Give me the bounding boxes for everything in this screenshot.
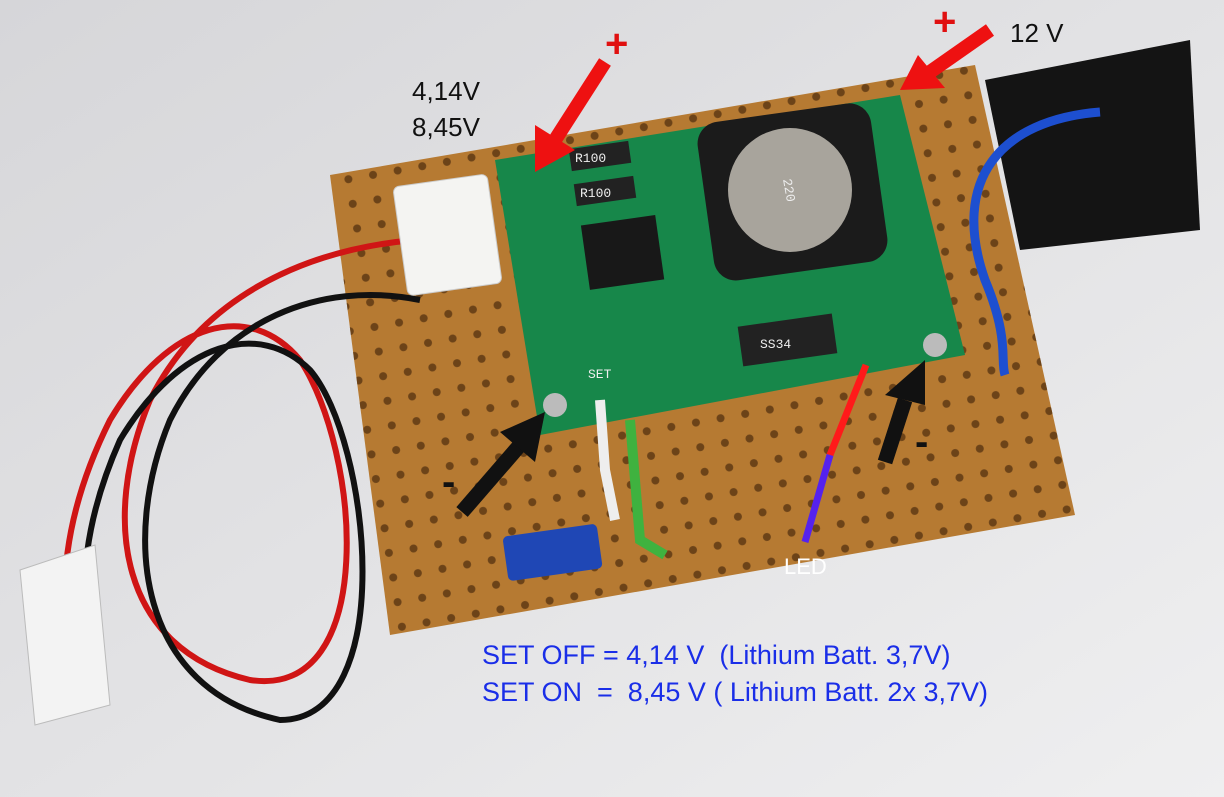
- note-set-on: SET ON = 8,45 V ( Lithium Batt. 2x 3,7V): [482, 677, 988, 707]
- resistor-marking: R100: [580, 186, 611, 201]
- input-plus-label: +: [933, 0, 957, 44]
- boost-module: 220 SS34 R100 R100 SET: [495, 95, 965, 435]
- dc-jack: [985, 40, 1200, 250]
- black-arrow-output-minus: [456, 412, 545, 517]
- battery-wires: [61, 237, 421, 724]
- output-minus-label: -: [442, 460, 456, 504]
- output-plus-label: +: [605, 22, 629, 66]
- led-label: LED: [784, 554, 827, 579]
- white-wire: [595, 399, 620, 521]
- output-connector: [393, 174, 502, 296]
- led-line-red: [826, 363, 870, 457]
- note-set-off: SET OFF = 4,14 V (Lithium Batt. 3,7V): [482, 640, 951, 670]
- input-minus-label: -: [915, 420, 929, 464]
- output-voltage-high: 8,45V: [412, 112, 480, 142]
- black-arrow-input-minus: [877, 360, 925, 465]
- set-jumper: [503, 524, 603, 581]
- green-wire: [625, 419, 668, 560]
- input-voltage-label: 12 V: [1010, 18, 1064, 48]
- resistor-marking: R100: [575, 151, 606, 166]
- diode-marking: SS34: [760, 337, 791, 352]
- set-marking: SET: [588, 367, 612, 382]
- led-line-blue: [801, 454, 834, 543]
- output-voltage-low: 4,14V: [412, 76, 480, 106]
- blue-wire: [969, 107, 1101, 377]
- red-arrow-input-plus: [900, 24, 995, 90]
- red-arrow-output-plus: [535, 58, 611, 172]
- inductor-marking: 220: [779, 177, 798, 203]
- battery-connector: [19, 544, 111, 726]
